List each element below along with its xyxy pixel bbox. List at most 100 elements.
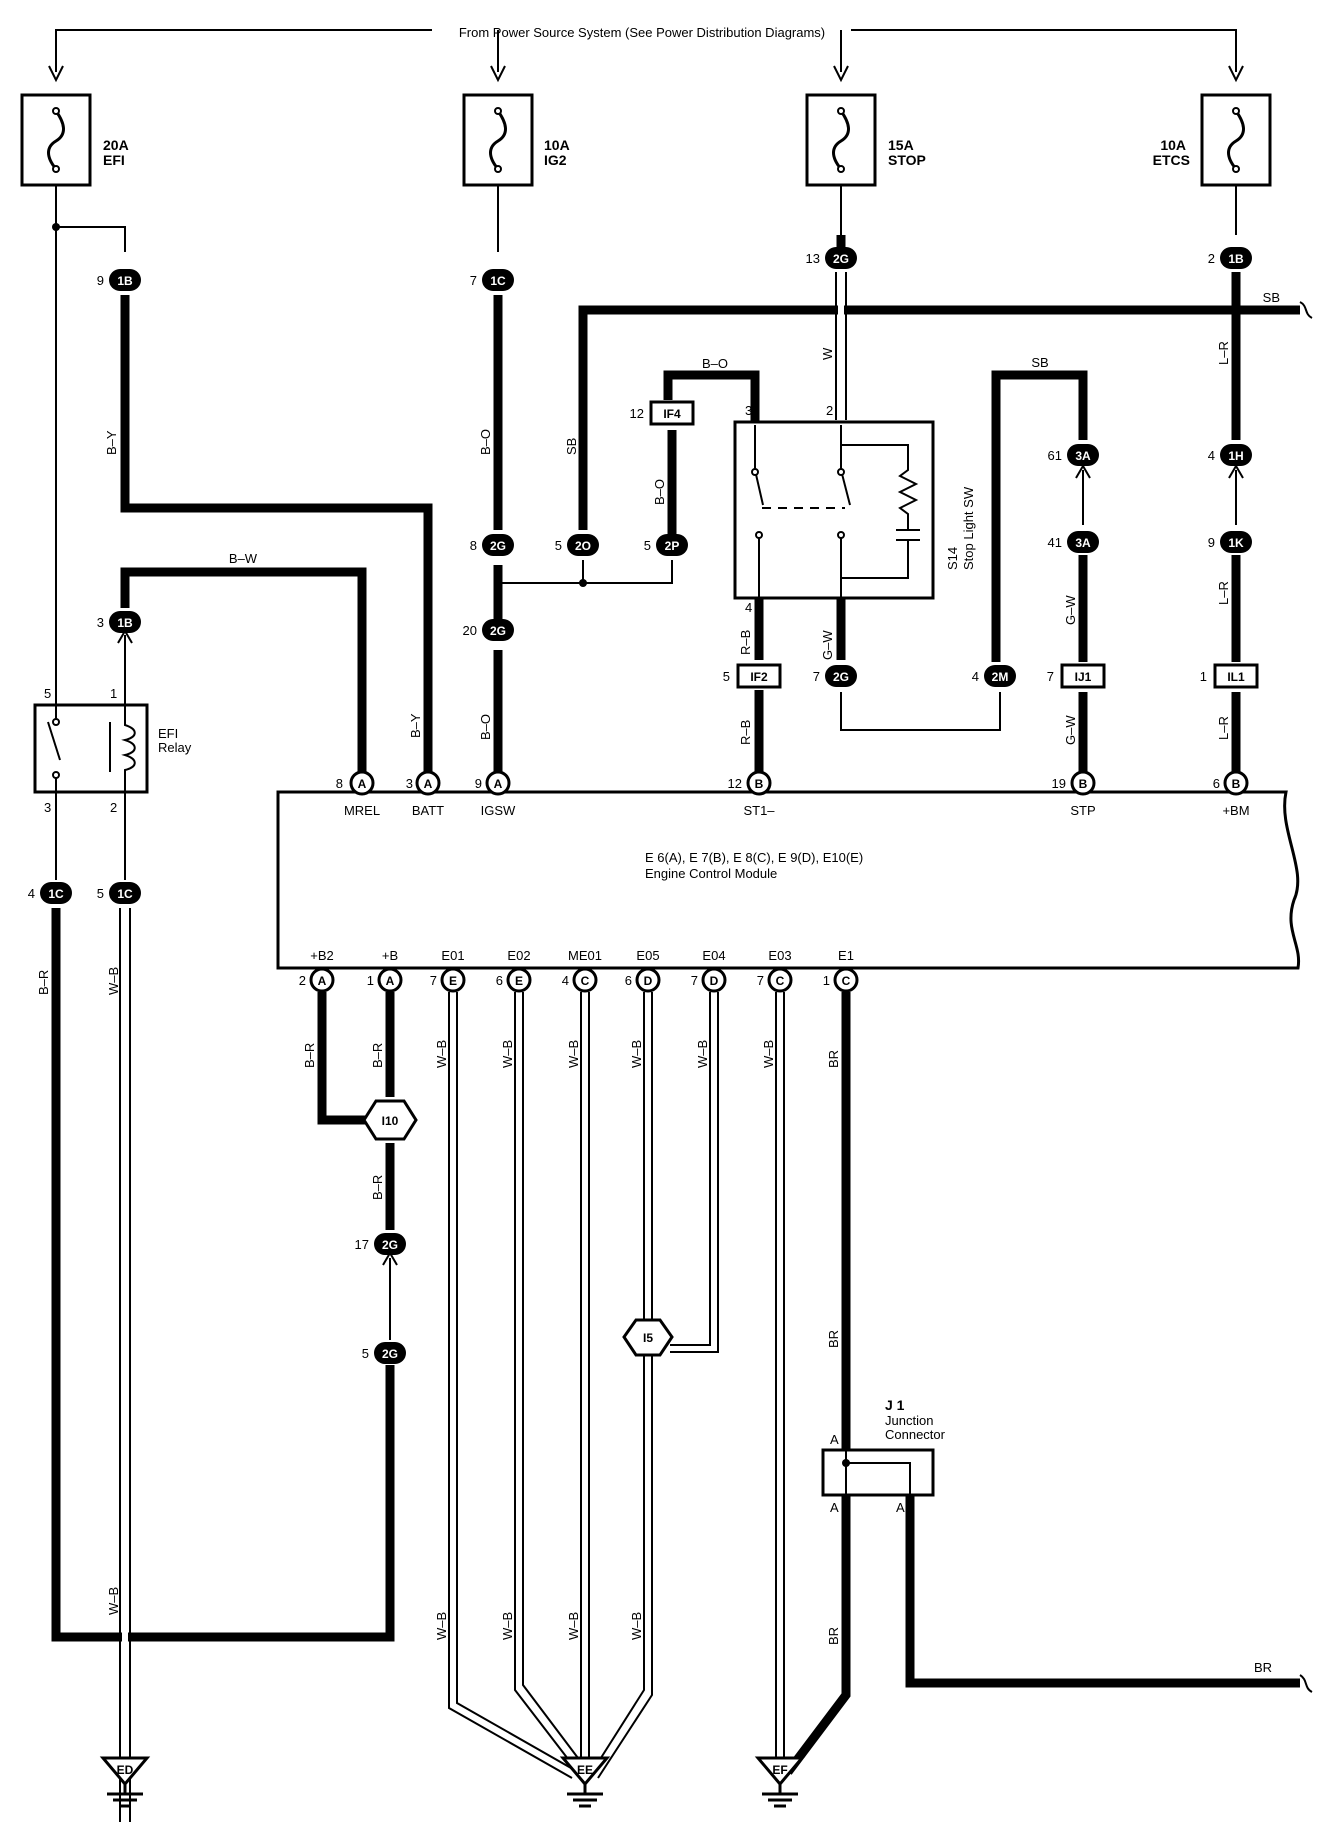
svg-text:W: W	[820, 347, 835, 360]
svg-text:W–B: W–B	[434, 1040, 449, 1068]
svg-text:3: 3	[745, 403, 752, 418]
svg-text:4: 4	[1208, 448, 1215, 463]
svg-text:R–B: R–B	[738, 630, 753, 655]
svg-text:IGSW: IGSW	[481, 803, 516, 818]
svg-text:1B: 1B	[1228, 252, 1244, 266]
svg-text:STP: STP	[1070, 803, 1095, 818]
svg-text:E1: E1	[838, 948, 854, 963]
svg-text:W–B: W–B	[106, 967, 121, 995]
svg-text:J 1: J 1	[885, 1397, 905, 1413]
svg-text:1: 1	[110, 686, 117, 701]
svg-text:6: 6	[1213, 776, 1220, 791]
svg-text:12: 12	[630, 406, 644, 421]
svg-text:5: 5	[723, 669, 730, 684]
svg-text:D: D	[644, 974, 653, 988]
wb-grounds	[448, 992, 785, 1779]
svg-text:2O: 2O	[575, 539, 591, 553]
svg-text:2G: 2G	[382, 1347, 398, 1361]
pin-e03: E03 C 7	[757, 948, 793, 993]
svg-text:10A: 10A	[544, 137, 570, 153]
pin-e01: E01 E 7	[430, 948, 466, 993]
svg-text:2M: 2M	[992, 670, 1009, 684]
svg-text:13: 13	[806, 251, 820, 266]
pin-me01: ME01 C 4	[562, 948, 602, 993]
svg-text:B–W: B–W	[229, 551, 258, 566]
svg-text:6: 6	[625, 973, 632, 988]
svg-text:B–O: B–O	[478, 714, 493, 740]
svg-text:8: 8	[470, 538, 477, 553]
svg-text:W–B: W–B	[566, 1040, 581, 1068]
svg-text:W–B: W–B	[629, 1612, 644, 1640]
svg-text:2G: 2G	[833, 670, 849, 684]
pin-e05: E05 D 6	[625, 948, 661, 993]
ground-ed: ED	[101, 1756, 149, 1808]
ecm-connectors: E 6(A), E 7(B), E 8(C), E 9(D), E10(E)	[645, 850, 863, 865]
pin-e02: E02 E 6	[496, 948, 532, 993]
svg-text:W–B: W–B	[434, 1612, 449, 1640]
svg-text:3A: 3A	[1075, 536, 1091, 550]
connector-pills: 1B 9 1C 7 2G 13 1B 2 2G 8 2O 5 2P 5 2G 2…	[28, 247, 1259, 1364]
svg-text:C: C	[842, 974, 851, 988]
svg-text:7: 7	[691, 973, 698, 988]
svg-text:ED: ED	[117, 1763, 134, 1777]
svg-text:1B: 1B	[117, 274, 133, 288]
svg-text:5: 5	[44, 686, 51, 701]
svg-text:17: 17	[355, 1237, 369, 1252]
pin-e1: E1 C 1	[823, 948, 859, 993]
svg-text:1: 1	[823, 973, 830, 988]
svg-text:+B: +B	[382, 948, 398, 963]
ground-ee: EE	[561, 1756, 609, 1808]
svg-text:R–B: R–B	[738, 720, 753, 745]
svg-text:41: 41	[1048, 535, 1062, 550]
pin-bm: B 6 +BM	[1213, 770, 1250, 818]
svg-text:A: A	[424, 777, 433, 791]
svg-text:IG2: IG2	[544, 152, 567, 168]
pin-batt: A 3 BATT	[406, 770, 444, 818]
svg-text:1B: 1B	[117, 616, 133, 630]
pin-e04: E04 D 7	[691, 948, 727, 993]
svg-text:7: 7	[470, 273, 477, 288]
svg-text:8: 8	[336, 776, 343, 791]
svg-text:SB: SB	[564, 438, 579, 455]
svg-text:I10: I10	[382, 1114, 399, 1128]
svg-text:B–O: B–O	[478, 429, 493, 455]
fuse-stop: 15A STOP	[805, 93, 926, 187]
svg-text:9: 9	[475, 776, 482, 791]
svg-text:BR: BR	[1254, 1660, 1272, 1675]
svg-text:7: 7	[1047, 669, 1054, 684]
svg-text:S14: S14	[945, 547, 960, 570]
svg-text:1K: 1K	[1228, 536, 1244, 550]
svg-text:BR: BR	[826, 1050, 841, 1068]
svg-text:15A: 15A	[888, 137, 914, 153]
svg-text:B–R: B–R	[370, 1175, 385, 1200]
svg-text:W–B: W–B	[629, 1040, 644, 1068]
svg-text:20: 20	[463, 623, 477, 638]
svg-text:A: A	[830, 1500, 839, 1515]
svg-text:L–R: L–R	[1216, 716, 1231, 740]
svg-text:9: 9	[97, 273, 104, 288]
svg-text:ETCS: ETCS	[1153, 152, 1190, 168]
svg-text:B–R: B–R	[370, 1043, 385, 1068]
svg-text:A: A	[318, 974, 327, 988]
svg-text:9: 9	[1208, 535, 1215, 550]
svg-text:C: C	[776, 974, 785, 988]
svg-text:Junction: Junction	[885, 1413, 933, 1428]
svg-text:A: A	[830, 1432, 839, 1447]
svg-text:B–O: B–O	[652, 479, 667, 505]
fuse-etcs: 10A ETCS	[1153, 93, 1272, 187]
svg-text:5: 5	[555, 538, 562, 553]
svg-text:MREL: MREL	[344, 803, 380, 818]
engine-control-module: E 6(A), E 7(B), E 8(C), E 9(D), E10(E) E…	[276, 790, 1301, 970]
svg-text:B: B	[755, 777, 764, 791]
svg-text:2: 2	[299, 973, 306, 988]
svg-text:E03: E03	[768, 948, 791, 963]
ground-ef: EF	[756, 1756, 804, 1808]
svg-text:IL1: IL1	[1227, 670, 1245, 684]
svg-text:E: E	[449, 974, 457, 988]
pin-igsw: A 9 IGSW	[475, 770, 516, 818]
pin-stp: B 19 STP	[1052, 770, 1096, 818]
svg-text:ME01: ME01	[568, 948, 602, 963]
svg-text:Stop Light SW: Stop Light SW	[961, 486, 976, 570]
svg-text:2: 2	[110, 800, 117, 815]
ecm-name: Engine Control Module	[645, 866, 777, 881]
